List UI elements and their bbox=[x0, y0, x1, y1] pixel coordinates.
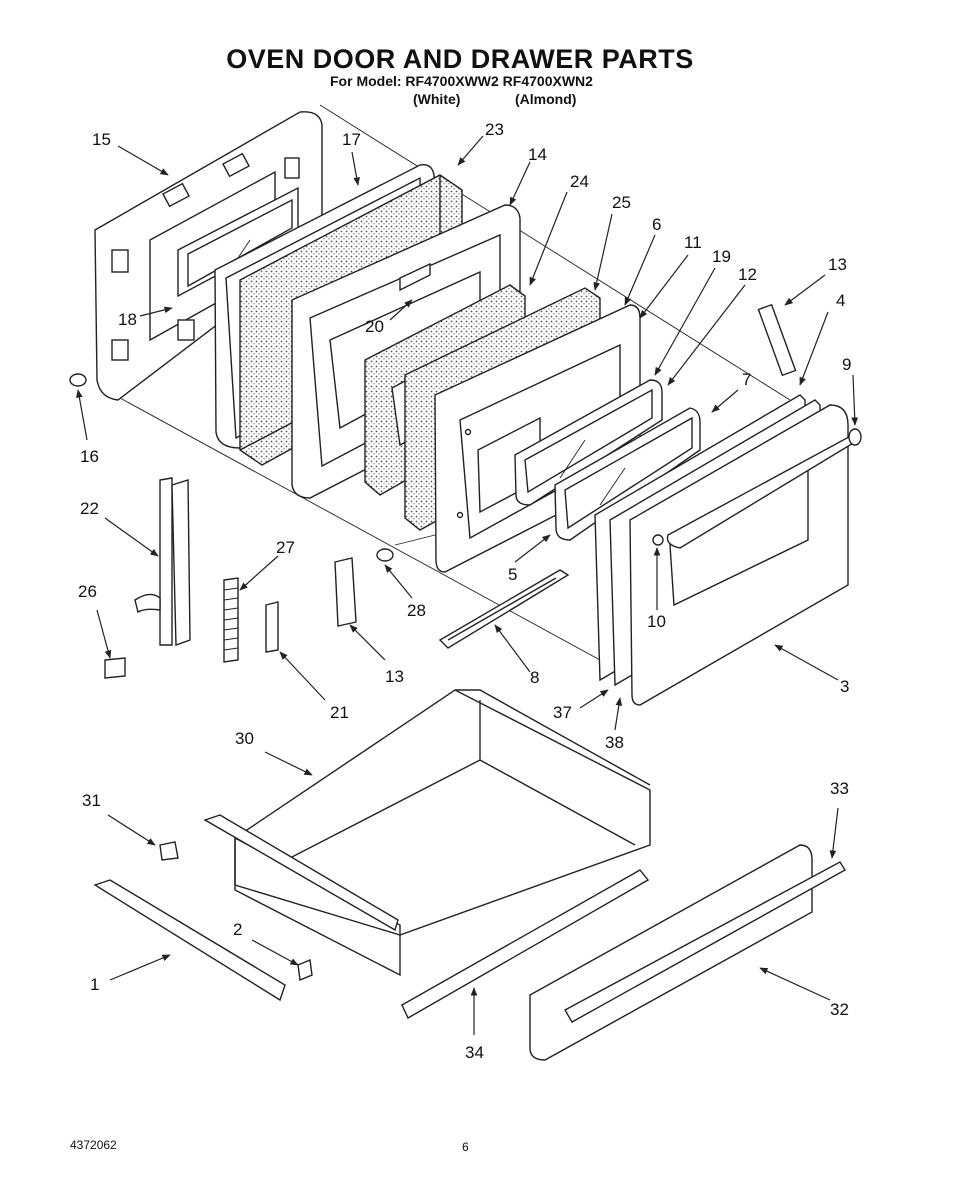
callout-14: 14 bbox=[528, 145, 547, 164]
callout-16: 16 bbox=[80, 447, 99, 466]
callout-23: 23 bbox=[485, 120, 504, 139]
callout-13-lower: 13 bbox=[385, 667, 404, 686]
callout-34: 34 bbox=[465, 1043, 484, 1062]
oven-door-assembly-part bbox=[594, 303, 862, 706]
callout-6: 6 bbox=[652, 215, 661, 234]
document-number: 4372062 bbox=[70, 1138, 117, 1152]
callout-31: 31 bbox=[82, 791, 101, 810]
callout-7: 7 bbox=[742, 370, 751, 389]
model-line: For Model: RF4700XWW2 RF4700XWN2 bbox=[330, 73, 593, 89]
outer-glass-part bbox=[554, 407, 701, 541]
callout-21: 21 bbox=[330, 703, 349, 722]
callout-2: 2 bbox=[233, 920, 242, 939]
callout-24: 24 bbox=[570, 172, 589, 191]
callout-22: 22 bbox=[80, 499, 99, 518]
callout-19: 19 bbox=[712, 247, 731, 266]
callout-25: 25 bbox=[612, 193, 631, 212]
door-stop-part bbox=[376, 548, 394, 562]
drawer-rail-part bbox=[401, 869, 650, 1019]
callout-10: 10 bbox=[647, 612, 666, 631]
callout-37: 37 bbox=[553, 703, 572, 722]
variant-almond: (Almond) bbox=[515, 91, 577, 107]
callout-26: 26 bbox=[78, 582, 97, 601]
callout-3: 3 bbox=[840, 677, 849, 696]
callout-5: 5 bbox=[508, 565, 517, 584]
hinge-spring-part bbox=[223, 577, 239, 663]
drawer-front-panel-part bbox=[529, 844, 846, 1061]
hinge-receptacle-part bbox=[265, 601, 279, 653]
drawer-body-part bbox=[203, 689, 651, 977]
callout-18: 18 bbox=[118, 310, 137, 329]
callout-30: 30 bbox=[235, 729, 254, 748]
callout-8: 8 bbox=[530, 668, 539, 687]
drawer-glide-part bbox=[297, 959, 313, 981]
callout-38: 38 bbox=[605, 733, 624, 752]
inner-glass-part bbox=[514, 379, 663, 506]
page-title: OVEN DOOR AND DRAWER PARTS bbox=[226, 44, 694, 74]
part-callouts: 15 17 23 14 24 25 6 11 19 12 13 4 9 18 2… bbox=[78, 120, 851, 1062]
callout-13-upper: 13 bbox=[828, 255, 847, 274]
callout-1: 1 bbox=[90, 975, 99, 994]
door-bumper-part bbox=[69, 373, 87, 387]
callout-11: 11 bbox=[684, 233, 702, 252]
callout-12: 12 bbox=[738, 265, 757, 284]
callout-15: 15 bbox=[92, 130, 111, 149]
callout-17: 17 bbox=[342, 130, 361, 149]
leader-lines bbox=[76, 135, 859, 1035]
drawer-slide-rail-part bbox=[93, 879, 286, 1002]
page-number: 6 bbox=[462, 1140, 469, 1154]
hinge-bracket-part bbox=[334, 557, 357, 627]
callout-27: 27 bbox=[276, 538, 295, 557]
callout-32: 32 bbox=[830, 1000, 849, 1019]
variant-white: (White) bbox=[413, 91, 461, 107]
door-hinge-part bbox=[104, 477, 191, 679]
callout-33: 33 bbox=[830, 779, 849, 798]
callout-9: 9 bbox=[842, 355, 851, 374]
callout-4: 4 bbox=[836, 291, 845, 310]
door-trim-rail-part bbox=[438, 569, 570, 649]
callout-28: 28 bbox=[407, 601, 426, 620]
callout-20: 20 bbox=[365, 317, 384, 336]
drawer-roller-part bbox=[159, 841, 179, 861]
